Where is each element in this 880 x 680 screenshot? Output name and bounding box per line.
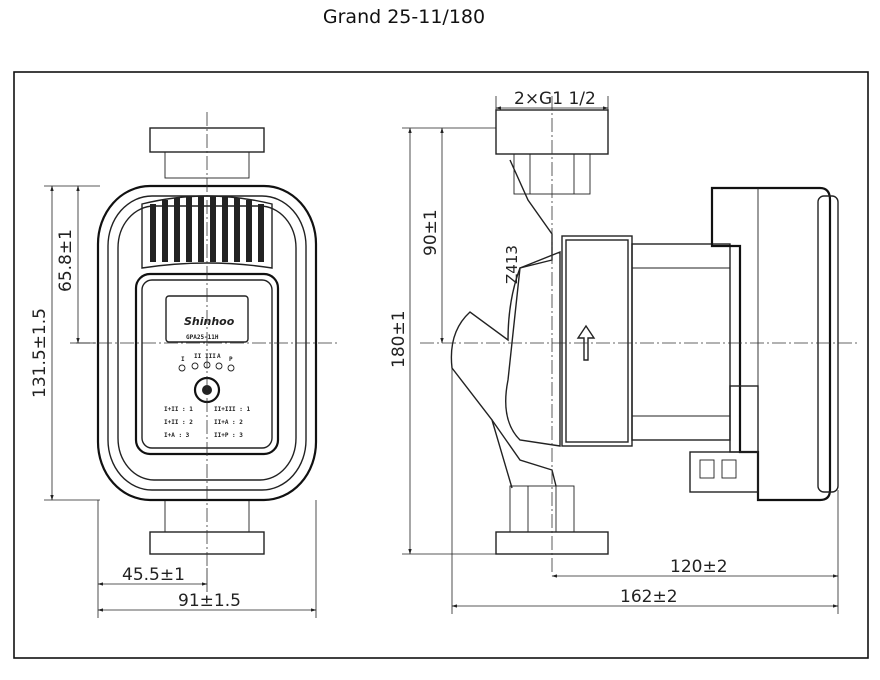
dim-overall-length: 162±2 (620, 587, 678, 607)
dim-port-to-axis: 90±1 (421, 209, 441, 256)
dim-height-total: 131.5±1.5 (30, 308, 50, 398)
mode-symbol-4: A (217, 353, 221, 360)
dim-axis-to-end: 120±2 (670, 557, 728, 577)
mode-symbol-5: P (229, 356, 233, 363)
setting-right-3: II+P : 3 (214, 432, 243, 439)
model-label: GPA25-11H (186, 334, 219, 341)
drawing-title: Grand 25-11/180 (322, 6, 486, 28)
dim-width-total: 91±1.5 (178, 591, 241, 611)
setting-left-2: I+II : 2 (164, 419, 193, 426)
setting-left-1: I+II : 1 (164, 406, 193, 413)
drawing-frame (13, 71, 869, 659)
mode-symbol-2: II (194, 353, 202, 360)
setting-right-2: II+A : 2 (214, 419, 243, 426)
mode-indicators: I II III A P (178, 353, 235, 372)
brand-label: Shinhoo (184, 315, 235, 328)
side-dimensions: 2×G1 1/2 180±1 90±1 120±2 162±2 (389, 89, 839, 614)
dim-height-upper: 65.8±1 (56, 229, 76, 292)
dim-width-half: 45.5±1 (122, 565, 185, 585)
settings-legend: I+II : 1 I+II : 2 I+A : 3 II+III : 1 II+… (164, 406, 251, 439)
marker-label: Z413 (503, 245, 521, 284)
mode-symbol-1: I (181, 356, 185, 363)
dim-port-length: 180±1 (389, 310, 409, 368)
dim-thread: 2×G1 1/2 (514, 89, 596, 109)
setting-right-1: II+III : 1 (214, 406, 251, 413)
front-dimensions: 131.5±1.5 65.8±1 45.5±1 91±1.5 (30, 185, 317, 618)
setting-left-3: I+A : 3 (164, 432, 190, 439)
mode-symbol-3: III (205, 353, 216, 360)
side-view: Z413 (420, 96, 860, 572)
cooling-ribs (150, 196, 264, 262)
front-view: Shinhoo GPA25-11H I II III A P I+II : 1 … (76, 112, 338, 568)
